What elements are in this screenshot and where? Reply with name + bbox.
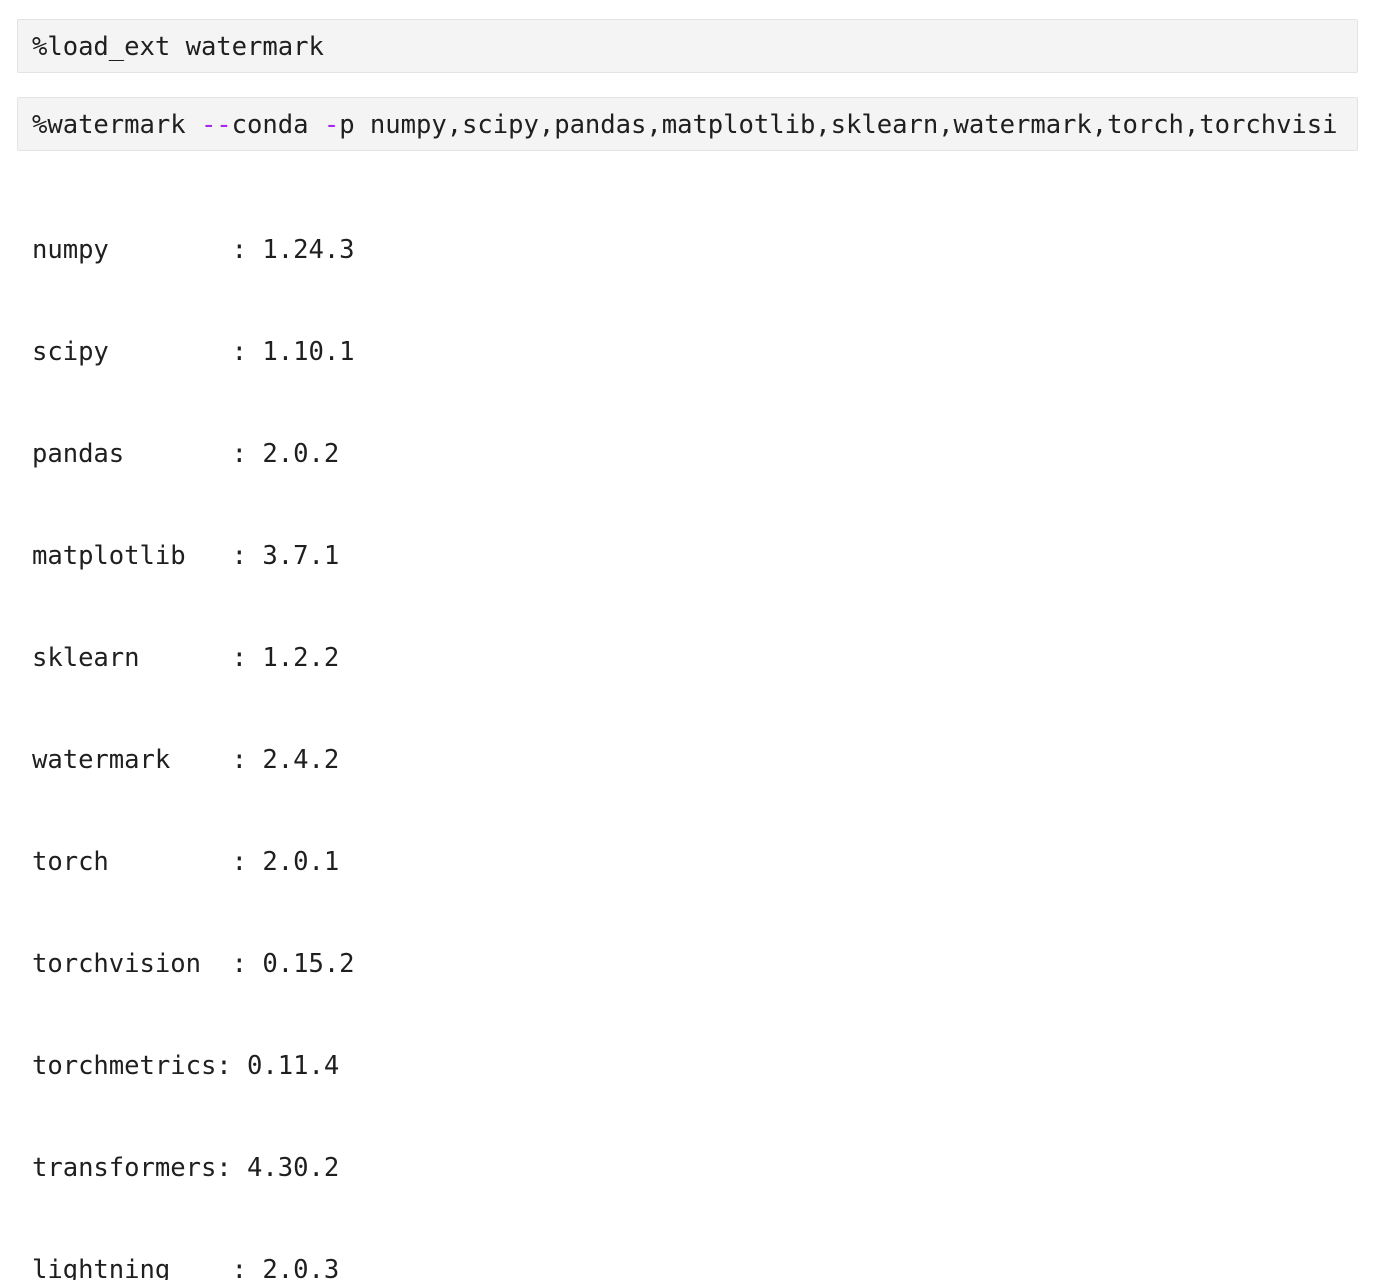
output-line-watermark: watermark : 2.4.2 — [32, 745, 340, 775]
output-line-scipy: scipy : 1.10.1 — [32, 337, 355, 367]
code-token-dash-operator: - — [323, 110, 340, 140]
cell-output-stdout: numpy : 1.24.3 scipy : 1.10.1 pandas : 2… — [32, 165, 1362, 1280]
code-token-conda-flag: conda — [231, 110, 324, 140]
code-cell-load-ext-text[interactable]: %load_ext watermark — [32, 32, 324, 62]
code-cell-load-ext[interactable]: %load_ext watermark — [17, 19, 1358, 73]
output-line-numpy: numpy : 1.24.3 — [32, 235, 355, 265]
notebook-container: %load_ext watermark %watermark --conda -… — [17, 19, 1358, 1280]
code-token-double-dash-operator: -- — [200, 110, 232, 140]
output-line-transformers: transformers: 4.30.2 — [32, 1153, 340, 1183]
output-line-torchvision: torchvision : 0.15.2 — [32, 949, 355, 979]
output-line-torchmetrics: torchmetrics: 0.11.4 — [32, 1051, 340, 1081]
code-cell-watermark-text[interactable]: %watermark --conda -p numpy,scipy,pandas… — [18, 98, 1357, 150]
code-token-package-list: p numpy,scipy,pandas,matplotlib,sklearn,… — [339, 110, 1338, 140]
code-token-magic: %watermark — [32, 110, 201, 140]
output-line-pandas: pandas : 2.0.2 — [32, 439, 340, 469]
code-cell-watermark[interactable]: %watermark --conda -p numpy,scipy,pandas… — [17, 97, 1358, 151]
output-line-matplotlib: matplotlib : 3.7.1 — [32, 541, 340, 571]
output-line-lightning: lightning : 2.0.3 — [32, 1255, 340, 1280]
output-line-sklearn: sklearn : 1.2.2 — [32, 643, 340, 673]
output-line-torch: torch : 2.0.1 — [32, 847, 340, 877]
